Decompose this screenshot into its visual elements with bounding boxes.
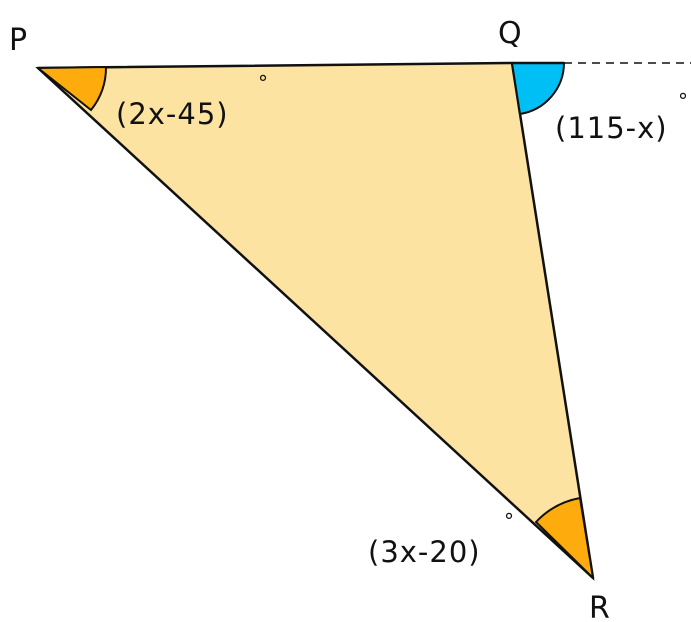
angle-label-p: (2x-45) bbox=[116, 97, 229, 131]
angle-label-r: (3x-20) bbox=[368, 535, 481, 569]
vertex-label-r: R bbox=[589, 591, 610, 622]
vertex-label-p: P bbox=[9, 23, 27, 58]
angle-degree-q-exterior: ° bbox=[678, 89, 688, 113]
angle-degree-p: ° bbox=[258, 71, 268, 95]
angle-marker-p bbox=[35, 65, 108, 112]
exterior-angle-marker-q bbox=[510, 62, 566, 116]
angle-marker-r bbox=[534, 496, 595, 581]
angle-degree-r: ° bbox=[504, 509, 514, 533]
triangle-pqr bbox=[36, 61, 595, 580]
angle-label-q-exterior: (115-x) bbox=[555, 111, 668, 145]
vertex-label-q: Q bbox=[498, 16, 522, 51]
